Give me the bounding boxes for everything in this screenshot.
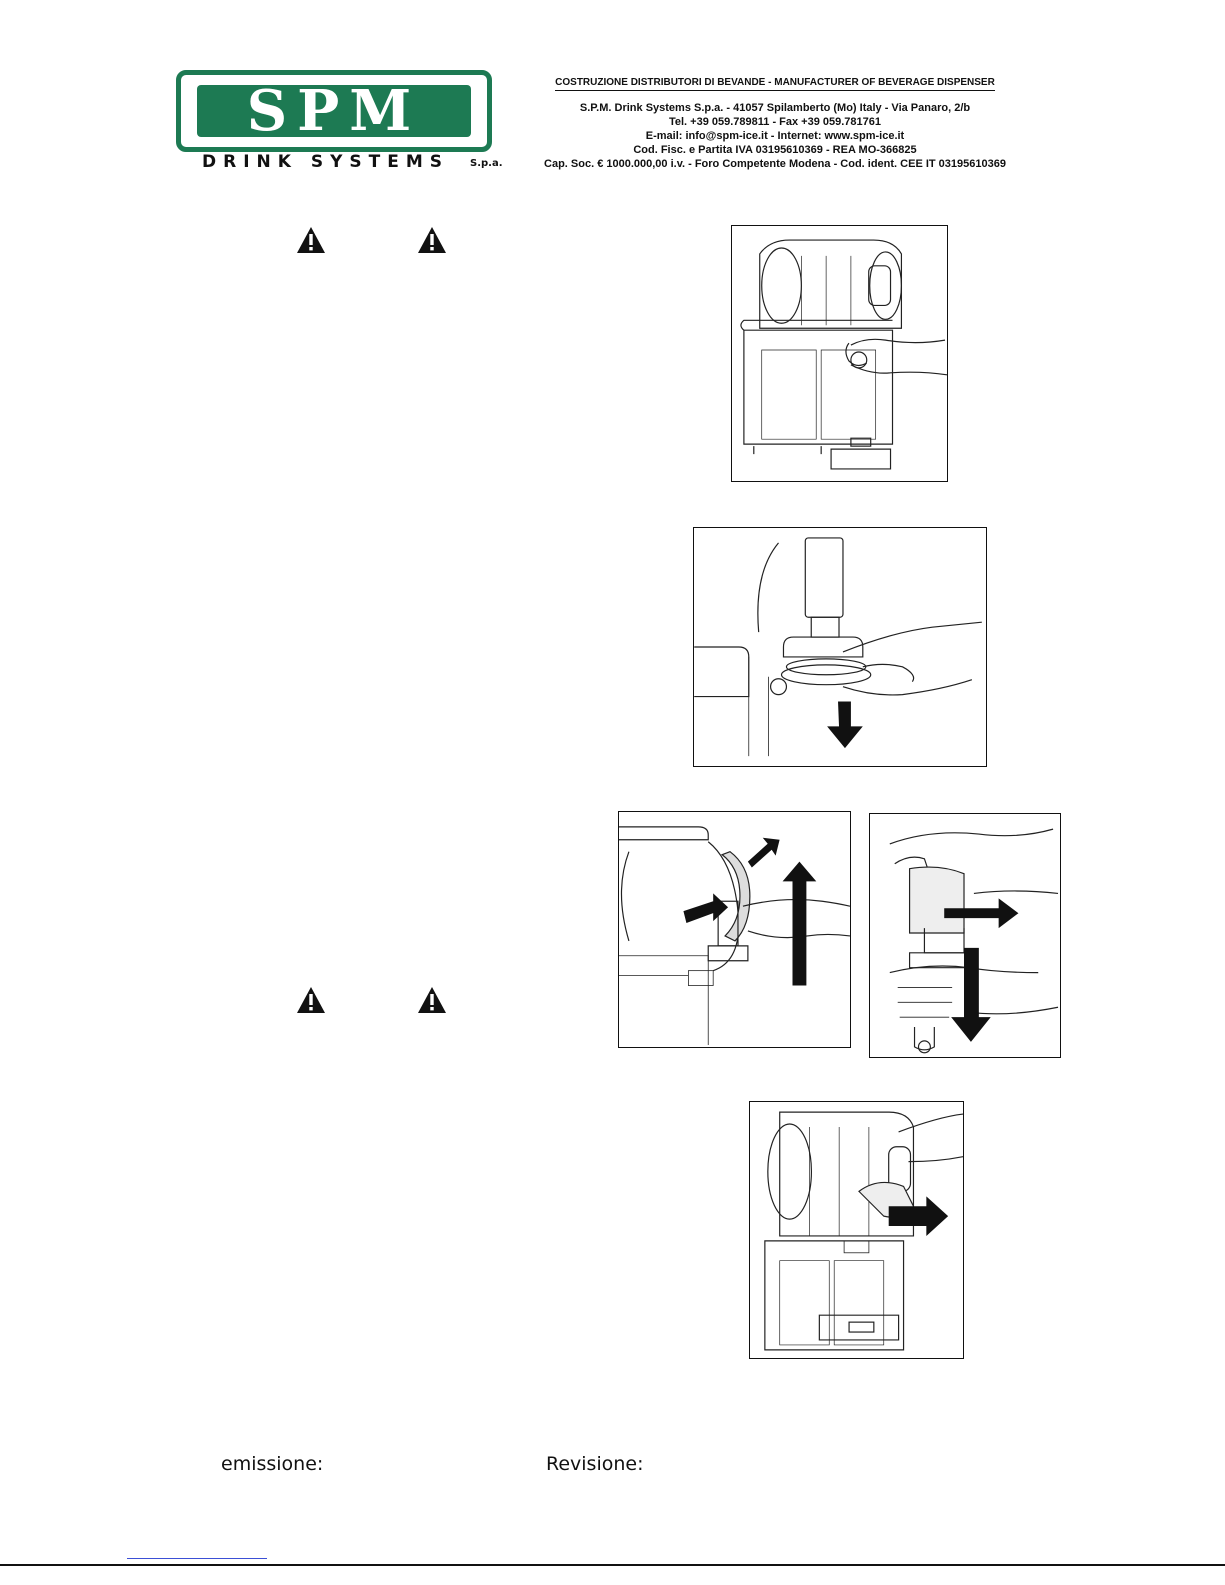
bowl-illustration <box>764 1111 963 1351</box>
figure-tap-base-removal <box>693 527 987 767</box>
arrow-icon <box>827 701 863 749</box>
figure-bowl-removal <box>749 1101 964 1359</box>
company-contact: E-mail: info@spm-ice.it - Internet: www.… <box>645 130 905 142</box>
arrow-icon <box>782 861 817 986</box>
arrow-icon <box>944 898 1019 929</box>
logo-suffix: S.p.a. <box>470 158 503 169</box>
link-underline <box>127 1558 267 1559</box>
warning-triangle-icon <box>418 987 446 1013</box>
company-info: COSTRUZIONE DISTRIBUTORI DI BEVANDE - MA… <box>520 76 1030 171</box>
revision-label: Revisione: <box>546 1453 644 1475</box>
warning-triangle-icon <box>297 227 325 253</box>
logo-subtitle: DRINK SYSTEMS <box>202 152 450 172</box>
warning-triangle-icon <box>418 227 446 253</box>
company-logo: SPM <box>176 70 492 152</box>
warning-triangle-icon <box>297 987 325 1013</box>
logo-band: SPM <box>197 78 471 144</box>
company-capital: Cap. Soc. € 1000.000,00 i.v. - Foro Comp… <box>544 158 1006 170</box>
emission-label: emissione: <box>221 1453 324 1475</box>
company-fiscal: Cod. Fisc. e Partita IVA 03195610369 - R… <box>633 144 917 156</box>
piston-illustration <box>889 828 1059 1054</box>
lever-illustration <box>619 826 850 1045</box>
figure-piston-removal <box>869 813 1061 1058</box>
company-tagline: COSTRUZIONE DISTRIBUTORI DI BEVANDE - MA… <box>555 77 995 91</box>
arrow-icon <box>951 947 991 1042</box>
company-address: S.P.M. Drink Systems S.p.a. - 41057 Spil… <box>579 102 971 114</box>
arrow-icon <box>683 893 729 924</box>
tap-removal-illustration <box>694 537 982 757</box>
machine-illustration <box>740 239 947 470</box>
arrow-icon <box>888 1196 949 1236</box>
figure-lever-unlatch <box>618 811 851 1048</box>
logo-main-text: SPM <box>246 78 422 144</box>
footer-rule <box>0 1564 1225 1566</box>
arrow-icon <box>747 837 780 868</box>
company-phone: Tel. +39 059.789811 - Fax +39 059.781761 <box>668 116 882 128</box>
figure-machine-tap <box>731 225 948 482</box>
